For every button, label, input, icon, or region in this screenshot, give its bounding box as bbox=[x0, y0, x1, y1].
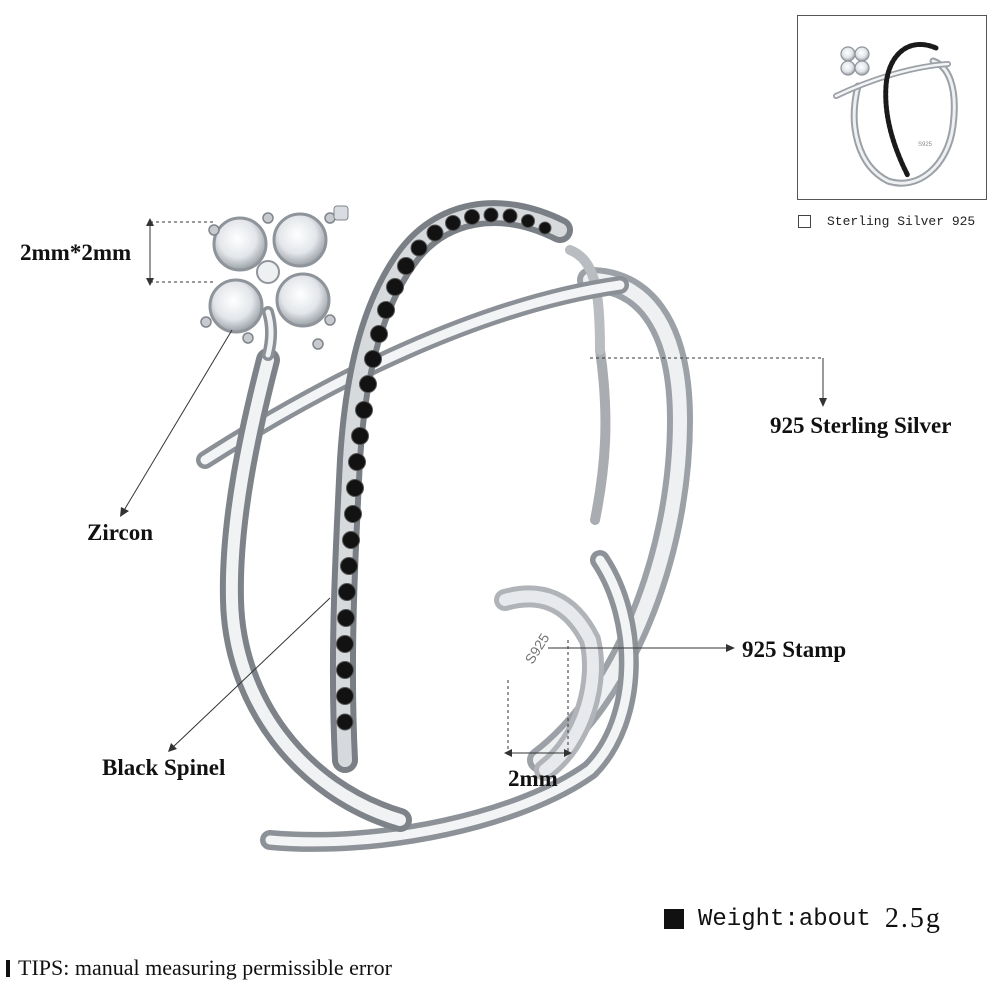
zircon-flower bbox=[200, 205, 349, 350]
tips-text: TIPS: manual measuring permissible error bbox=[18, 955, 392, 980]
ring-band-back bbox=[527, 245, 694, 773]
material-label: 925 Sterling Silver bbox=[770, 413, 952, 438]
ring-inner-band bbox=[260, 550, 639, 852]
band-width-label: 2mm bbox=[508, 766, 558, 791]
thumbnail-caption: Sterling Silver 925 bbox=[827, 214, 976, 229]
option-checkbox[interactable] bbox=[798, 215, 811, 228]
thumbnail-engraving-text: S925 bbox=[918, 142, 933, 148]
ring-band-front bbox=[219, 348, 412, 832]
weight-info: Weight:about 2.5g bbox=[664, 903, 942, 935]
gem-size-label: 2mm*2mm bbox=[20, 240, 132, 265]
zircon-label: Zircon bbox=[87, 520, 154, 545]
tips-note: TIPS: manual measuring permissible error bbox=[6, 955, 392, 981]
bullet-bar-icon bbox=[6, 959, 10, 977]
stamp-label: 925 Stamp bbox=[742, 637, 847, 662]
weight-label: Weight:about bbox=[698, 905, 871, 933]
thumbnail-ring: S925 bbox=[833, 41, 958, 187]
ring-engraving-text: S925 bbox=[522, 630, 553, 666]
annotation-lines bbox=[122, 221, 824, 755]
black-spinel-stones bbox=[336, 207, 552, 731]
annotation-arrowheads bbox=[120, 218, 827, 757]
thumbnail-image[interactable]: S925 bbox=[797, 15, 987, 200]
weight-value: 2.5g bbox=[884, 903, 942, 934]
bullet-square-icon bbox=[664, 909, 684, 929]
black-spinel-label: Black Spinel bbox=[102, 755, 226, 780]
spinel-band bbox=[329, 200, 573, 773]
thumbnail-option[interactable]: Sterling Silver 925 bbox=[798, 214, 975, 229]
